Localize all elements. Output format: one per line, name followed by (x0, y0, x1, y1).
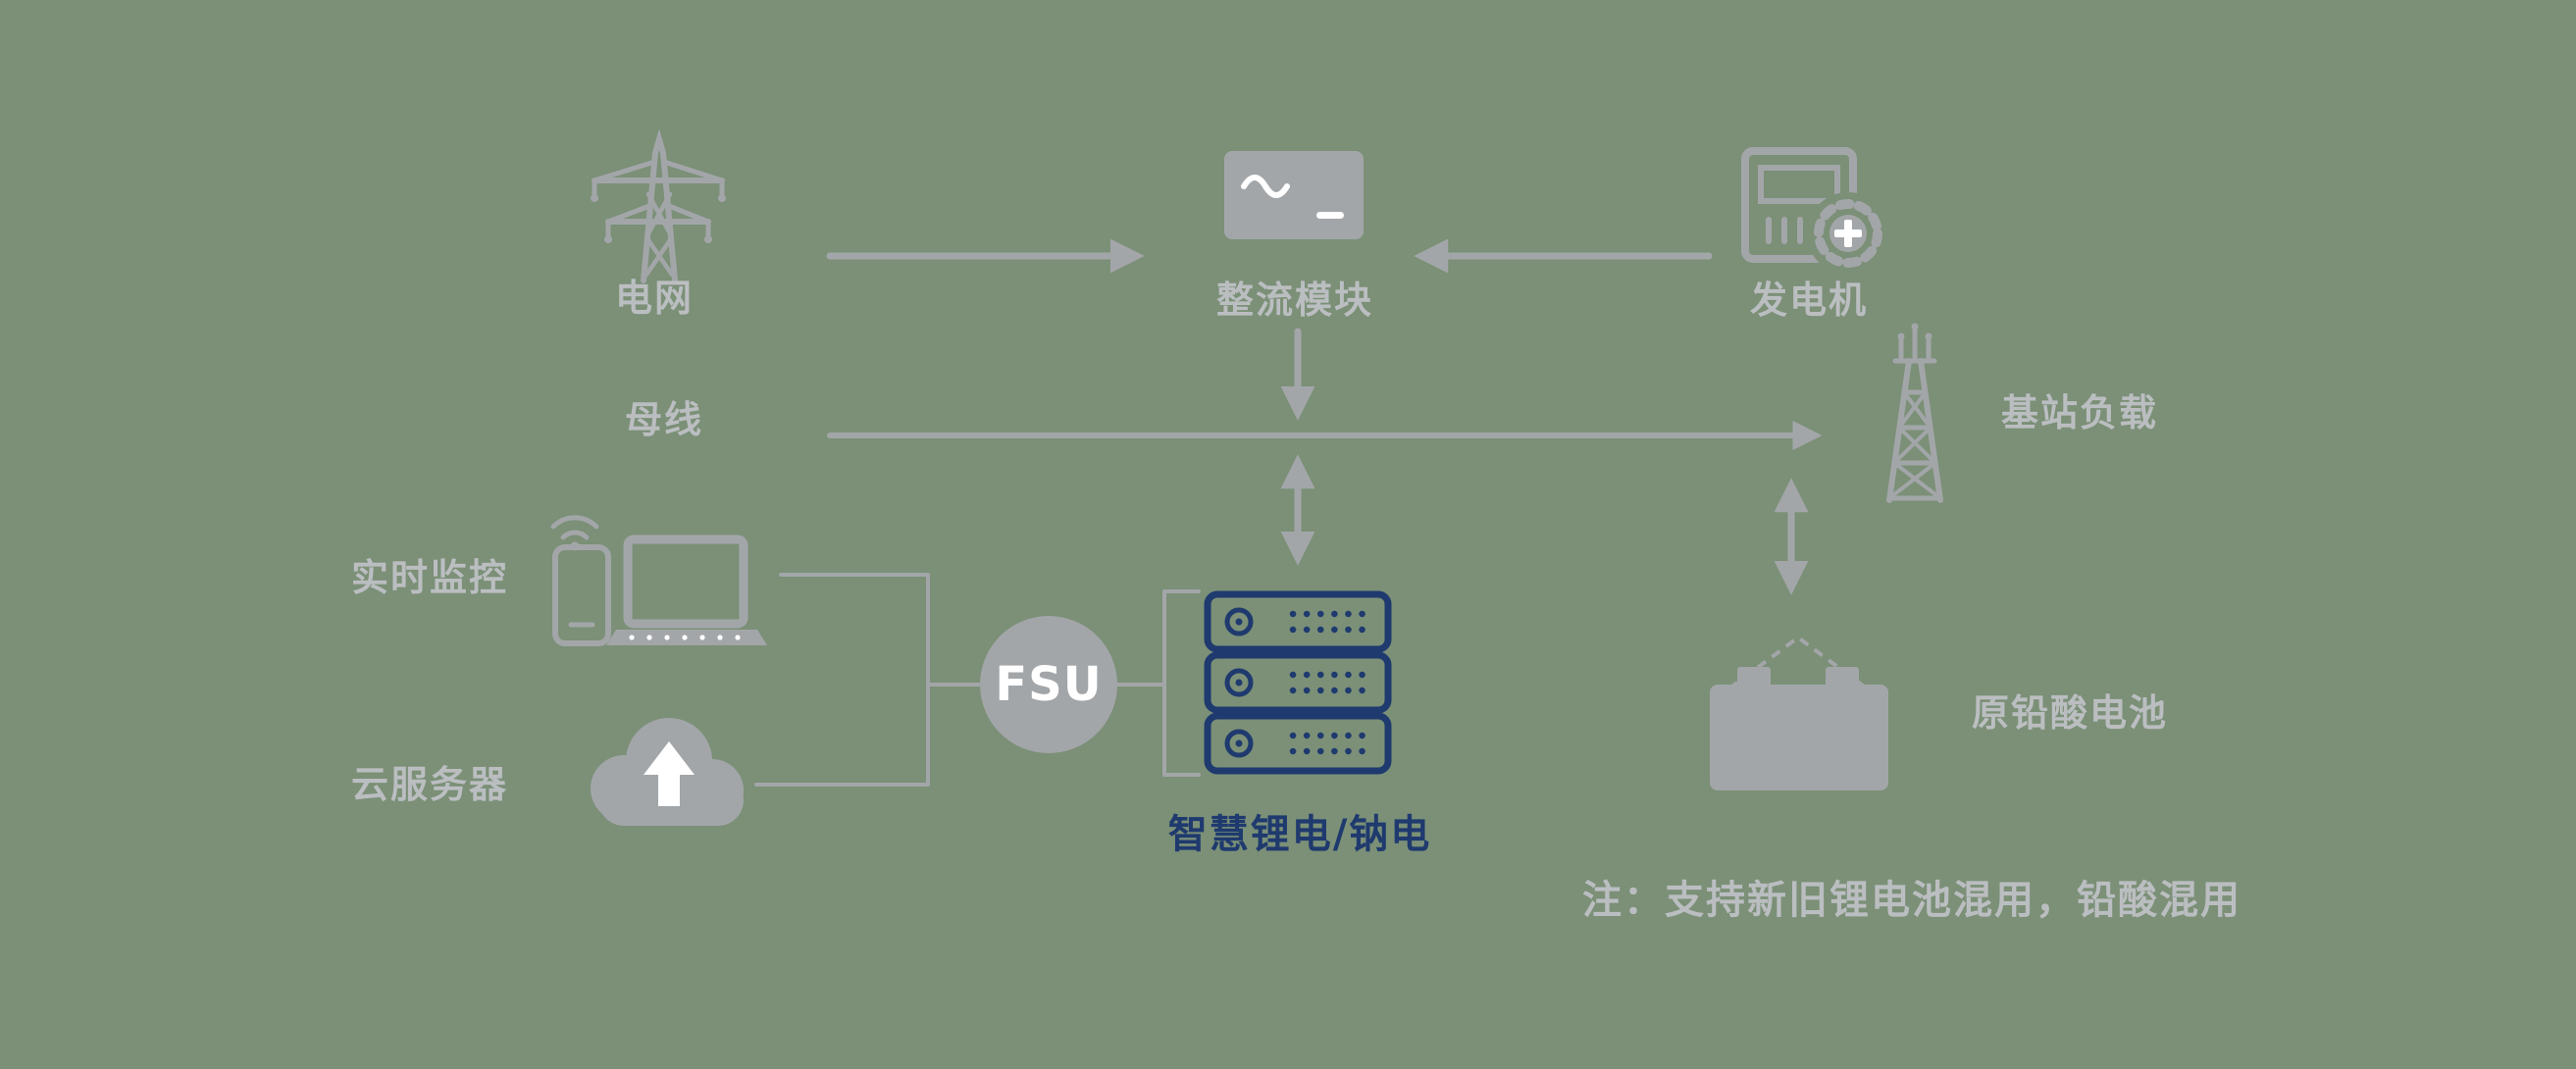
smart-battery-label: 智慧锂电/钠电 (1167, 812, 1432, 857)
laptop-icon (606, 534, 767, 645)
lead-acid-battery-icon (1710, 635, 1888, 790)
busbar-label: 母线 (624, 398, 704, 441)
upload-arrow-icon (644, 741, 695, 806)
generator-label: 发电机 (1749, 279, 1869, 322)
phone-laptop-wifi-icon (550, 515, 767, 646)
phone-icon (552, 544, 611, 646)
battery-module-1 (1204, 590, 1392, 653)
monitoring-cloud-fsu-connector (754, 573, 930, 787)
battery-bracket (1162, 589, 1201, 777)
generator-gear-icon (1741, 147, 1889, 275)
base-station-tower-icon (1886, 323, 1943, 503)
dc-dash-symbol (1316, 212, 1344, 219)
cloud-server-label: 云服务器 (350, 763, 509, 806)
power-grid-tower-icon (591, 128, 726, 283)
battery-module-2 (1204, 651, 1392, 714)
battery-module-3 (1204, 712, 1392, 775)
fsu-circle (980, 616, 1117, 753)
power-grid-label: 电网 (614, 277, 695, 320)
lead-acid-label: 原铅酸电池 (1971, 691, 2169, 735)
note-text: 注：支持新旧锂电池混用，铅酸混用 (1582, 878, 2241, 923)
rectifier-label: 整流模块 (1215, 279, 1374, 322)
battery-rack-icon (1204, 590, 1392, 775)
ac-wave-symbol (1241, 175, 1290, 198)
station-load-label: 基站负载 (2000, 391, 2159, 434)
fsu-label: FSU (995, 657, 1103, 712)
gear-icon (1814, 199, 1882, 268)
rectifier-module-icon (1224, 151, 1364, 239)
cloud-upload-icon (591, 718, 744, 826)
monitoring-label: 实时监控 (350, 556, 509, 599)
